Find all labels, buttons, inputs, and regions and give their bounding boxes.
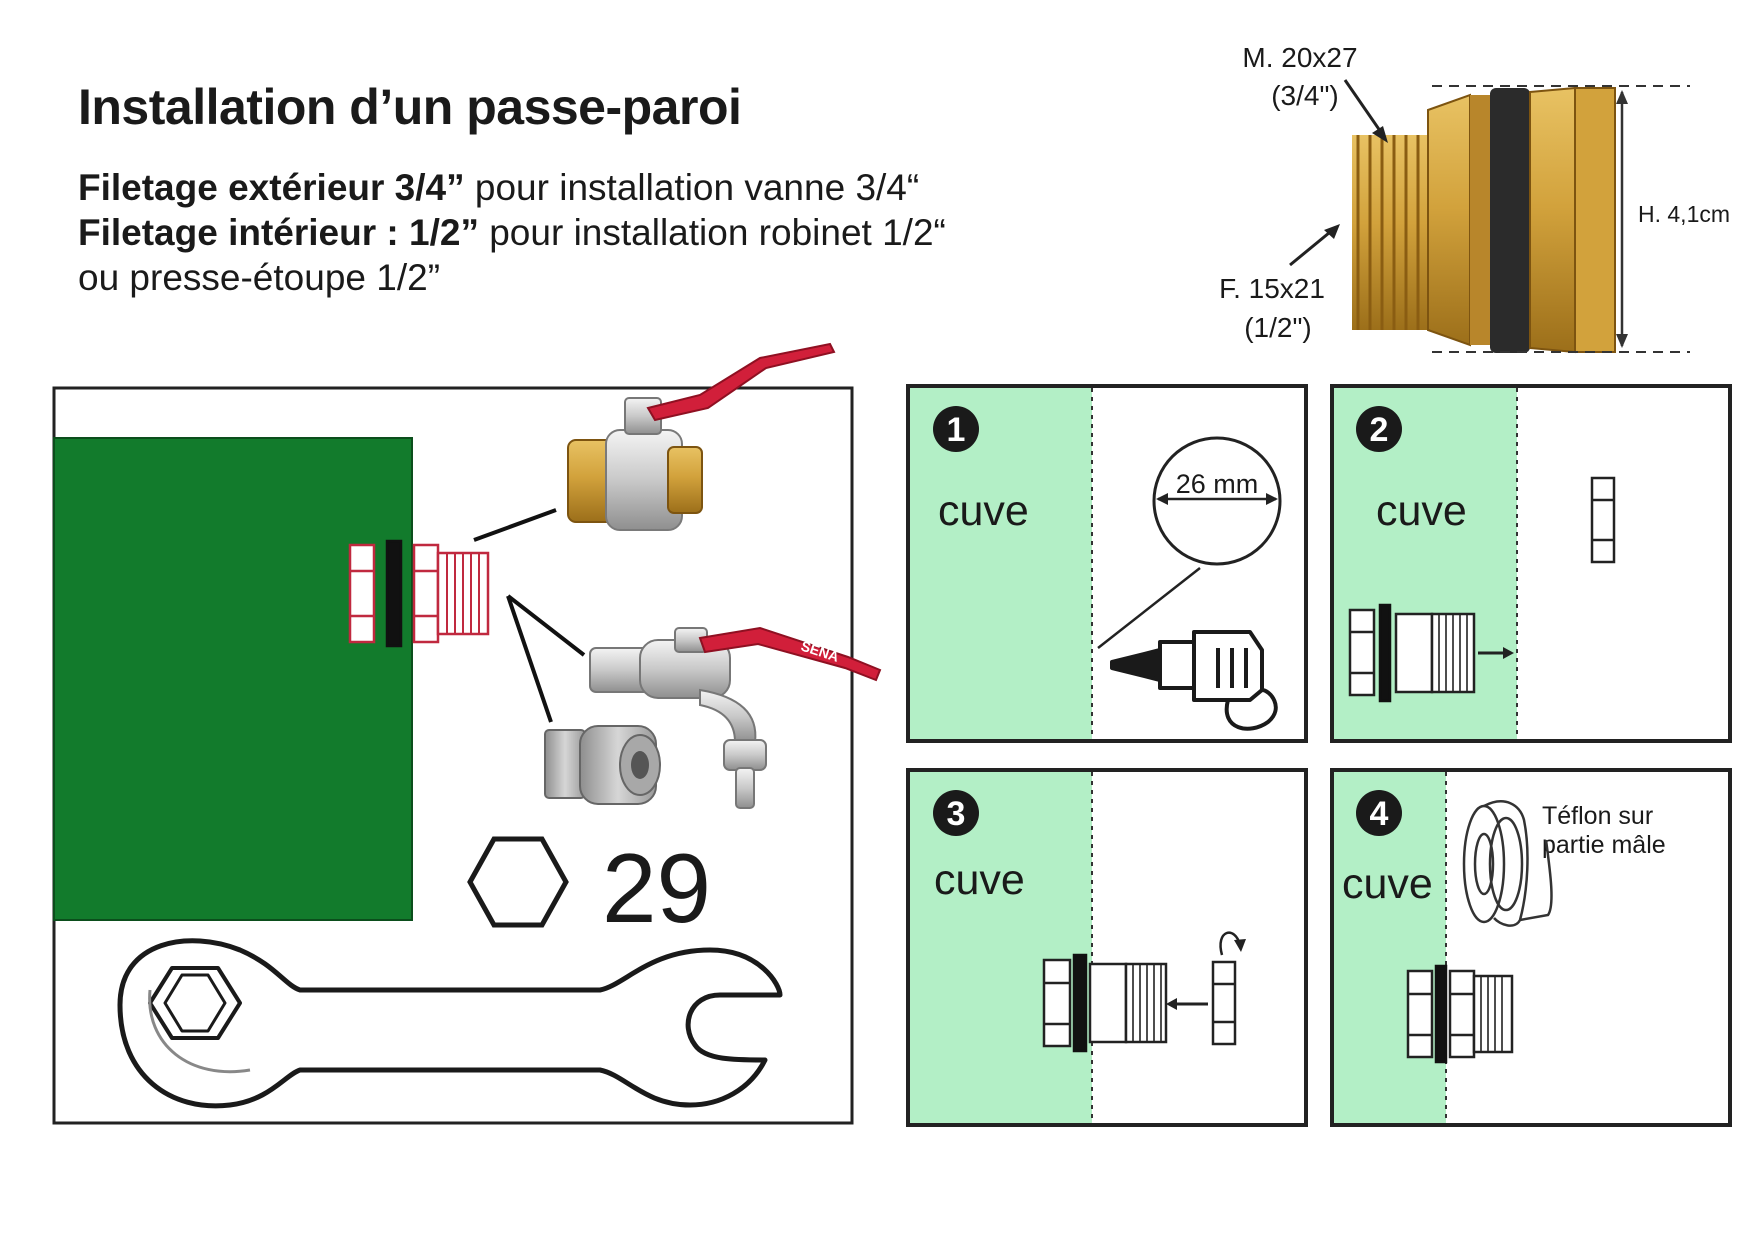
step-1-pointer bbox=[1097, 567, 1201, 649]
subtitle-line-2-bold: Filetage intérieur : 1/2” bbox=[78, 212, 479, 253]
male-thread-inch-label: (3/4") bbox=[1271, 80, 1339, 111]
subtitle-line-1: Filetage extérieur 3/4” pour installatio… bbox=[78, 165, 919, 210]
step-3-fitting bbox=[1042, 953, 1168, 1053]
step-1-zone-label: cuve bbox=[938, 487, 1029, 535]
step-1-number: 1 bbox=[947, 411, 966, 449]
step-4-fitting bbox=[1406, 964, 1514, 1064]
step-3-zone-label: cuve bbox=[934, 856, 1025, 904]
female-label-pointer bbox=[1289, 226, 1336, 267]
male-thread-label: M. 20x27 bbox=[1242, 42, 1357, 73]
garden-tap-handle bbox=[698, 626, 882, 682]
drill-icon bbox=[1110, 630, 1278, 731]
step-1-tank-zone bbox=[910, 388, 1092, 739]
wrench-icon bbox=[117, 938, 783, 1109]
ball-valve bbox=[567, 342, 836, 531]
step-3-fitting-threads bbox=[1132, 964, 1162, 1042]
step-panel-1: 1 cuve 26 mm bbox=[906, 384, 1308, 743]
step-panel-3: 3 cuve bbox=[906, 768, 1308, 1127]
step-4-note-line-1: Téflon sur bbox=[1542, 802, 1653, 830]
step-1-hole-circle bbox=[1152, 436, 1282, 566]
step-4-fitting-threads bbox=[1480, 976, 1503, 1052]
teflon-tape-icon bbox=[1462, 800, 1553, 927]
male-thread-ridges bbox=[1356, 135, 1420, 330]
height-label: H. 4,1cm bbox=[1638, 201, 1730, 227]
male-thread-body bbox=[1352, 135, 1427, 330]
female-thread-label: F. 15x21 bbox=[1219, 273, 1325, 304]
hex-body-right bbox=[1529, 86, 1576, 354]
male-label-pointer bbox=[1343, 79, 1387, 139]
step-1-badge bbox=[933, 406, 979, 452]
connector-to-ball-valve bbox=[473, 508, 557, 542]
subtitle-line-2: Filetage intérieur : 1/2” pour installat… bbox=[78, 210, 946, 255]
cable-gland bbox=[544, 725, 661, 805]
step-2-loose-nut bbox=[1590, 476, 1616, 564]
subtitle-line-3: ou presse-étoupe 1/2” bbox=[78, 257, 441, 298]
step-2-fitting bbox=[1348, 603, 1476, 703]
step-4-note-line-2: partie mâle bbox=[1542, 831, 1666, 859]
step-2-fitting-threads bbox=[1438, 614, 1468, 692]
mounted-fitting-threads bbox=[446, 553, 480, 634]
step-3-tank-zone bbox=[910, 772, 1092, 1123]
female-thread-inch-label: (1/2") bbox=[1244, 312, 1312, 343]
step-4-zone-label: cuve bbox=[1342, 860, 1433, 908]
step-3-number: 3 bbox=[947, 795, 966, 833]
hex-nut-left bbox=[1427, 93, 1471, 347]
ball-valve-handle bbox=[646, 342, 836, 422]
subtitle-line-1-text: pour installation vanne 3/4“ bbox=[464, 167, 920, 208]
step-panel-4: 4 cuve Téflon sur partie mâle bbox=[1330, 768, 1732, 1127]
mounted-fitting bbox=[348, 539, 490, 648]
step-2-zone-label: cuve bbox=[1376, 487, 1467, 535]
subtitle-line-2-text: pour installation robinet 1/2“ bbox=[478, 212, 946, 253]
step-4-badge bbox=[1356, 790, 1402, 836]
step-1-dimension: 26 mm bbox=[1176, 469, 1259, 499]
subtitle-line-1-bold: Filetage extérieur 3/4” bbox=[78, 167, 465, 208]
step-3-badge bbox=[933, 790, 979, 836]
wrench-size-value: 29 bbox=[602, 833, 711, 943]
hex-body-right-face bbox=[1574, 87, 1616, 353]
connector-to-gland bbox=[506, 595, 553, 723]
step-2-number: 2 bbox=[1370, 411, 1389, 449]
hex-nut-left-face bbox=[1470, 95, 1490, 345]
step-3-nut bbox=[1211, 960, 1237, 1046]
connector-to-tap bbox=[506, 594, 586, 657]
left-panel: SENA 29 bbox=[52, 342, 882, 1125]
step-4-number: 4 bbox=[1370, 795, 1389, 833]
step-2-badge bbox=[1356, 406, 1402, 452]
rubber-gasket bbox=[1490, 88, 1530, 353]
step-panel-2: 2 cuve bbox=[1330, 384, 1732, 743]
page-title: Installation d’un passe-paroi bbox=[78, 79, 742, 135]
hexagon-icon bbox=[467, 836, 569, 928]
fitting-photo bbox=[1289, 79, 1690, 354]
wrench-shading bbox=[148, 989, 251, 1074]
tank-wall bbox=[53, 437, 413, 921]
